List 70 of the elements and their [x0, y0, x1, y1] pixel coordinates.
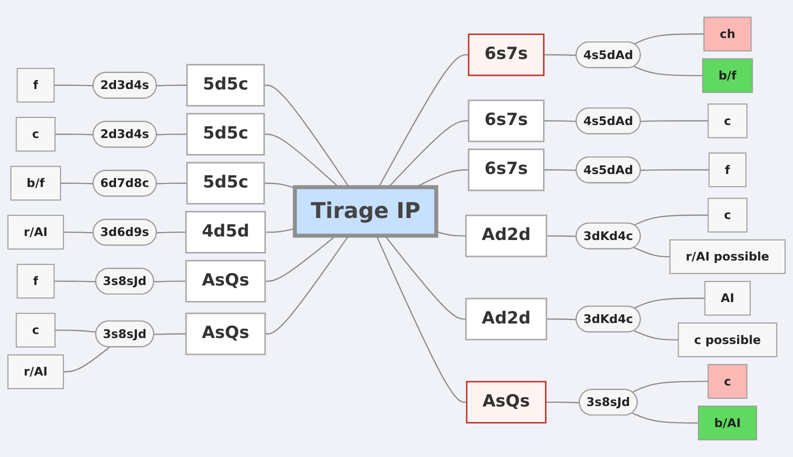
node-box: Ad2d: [465, 214, 548, 258]
node-box: c: [708, 364, 748, 399]
connector: [634, 247, 670, 258]
connector: [634, 214, 708, 226]
connector: [376, 235, 467, 403]
connector: [634, 66, 703, 76]
connector: [156, 182, 188, 184]
connector: [264, 134, 340, 188]
connector: [63, 232, 94, 234]
node-box: 6s7s: [468, 100, 545, 142]
node-box: Ad2d: [465, 298, 548, 340]
node-box: r/AI possible: [669, 239, 786, 274]
connector: [544, 120, 577, 122]
connector: [384, 235, 466, 320]
connector: [436, 231, 466, 237]
connector: [156, 84, 188, 86]
node-box: 5d5c: [186, 112, 265, 156]
node-box: f: [16, 68, 55, 103]
connector: [388, 120, 469, 188]
node-box: f: [16, 264, 55, 299]
node-box: AsQs: [466, 380, 546, 424]
connector: [634, 330, 678, 340]
node-box: c: [708, 198, 748, 232]
node-box: f: [708, 152, 746, 188]
node-box: c possible: [678, 322, 778, 358]
connector: [544, 54, 577, 56]
connector: [154, 333, 186, 335]
connector: [640, 169, 710, 171]
connector: [154, 280, 186, 282]
connector: [265, 235, 350, 334]
connector: [265, 228, 295, 233]
node-box: b/f: [10, 166, 61, 201]
connector: [264, 182, 296, 189]
node-box: 5d5c: [186, 162, 265, 204]
connector: [546, 318, 577, 320]
node-box: 5d5c: [186, 64, 265, 107]
node-box: 6s7s: [468, 34, 545, 76]
connector: [55, 134, 94, 136]
node-box: b/AI: [698, 406, 758, 440]
node-box: r/AI: [7, 214, 64, 250]
connector: [640, 120, 708, 122]
node-box: ch: [703, 16, 752, 52]
connector: [54, 280, 96, 282]
node-box: AsQs: [185, 312, 266, 356]
connector: [156, 134, 188, 136]
node-box: AI: [704, 280, 751, 316]
node-box: c: [16, 116, 56, 152]
connector: [55, 330, 96, 333]
connector: [632, 380, 708, 393]
connector: [632, 412, 698, 424]
node-box: b/f: [702, 58, 753, 93]
connector: [156, 232, 186, 234]
connector: [546, 402, 580, 404]
node-box: 4d5d: [185, 210, 266, 254]
node-box: c: [708, 104, 748, 138]
connector: [264, 84, 350, 188]
connector: [544, 169, 577, 171]
connector: [546, 235, 577, 238]
node-box: c: [16, 312, 56, 348]
connector: [54, 84, 94, 86]
connector: [634, 33, 704, 45]
connector: [63, 346, 110, 372]
node-box: 6s7s: [468, 148, 545, 192]
node-box: Tirage IP: [292, 185, 438, 238]
connector: [265, 235, 336, 282]
connector: [634, 298, 705, 309]
node-box: r/AI: [7, 354, 64, 390]
connector: [378, 54, 469, 188]
node-box: AsQs: [185, 260, 266, 302]
connector: [60, 182, 94, 184]
